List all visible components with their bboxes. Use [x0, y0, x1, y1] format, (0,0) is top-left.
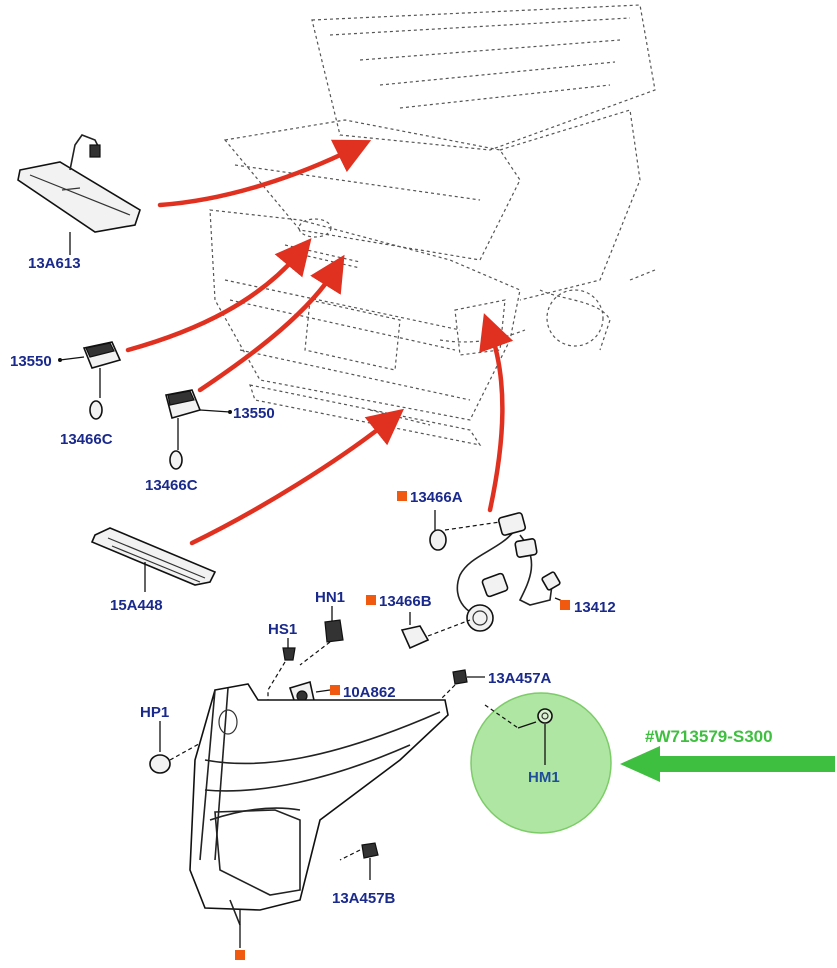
hm1-highlight: HM1	[470, 692, 612, 834]
highlight-circle	[470, 692, 612, 834]
part-label-13550-left: 13550	[10, 353, 52, 370]
license-lamp-left: 13550 13466C	[10, 341, 122, 448]
nut-icon	[537, 708, 553, 724]
vehicle-rear-outline	[209, 4, 656, 446]
license-lamp-right: 13550 13466C	[145, 389, 275, 494]
screw-icon	[282, 647, 296, 661]
bulb-13466B: 13466B	[366, 593, 471, 650]
socket-ring-icon	[466, 604, 494, 632]
green-arrow-icon	[620, 746, 835, 782]
bulb-icon	[400, 625, 430, 650]
socket-icon	[497, 512, 527, 536]
part-label-HN1: HN1	[315, 589, 345, 606]
connector-icon	[541, 571, 561, 591]
bulb-13466A: 13466A	[397, 489, 501, 551]
bulb-icon	[429, 529, 447, 551]
callout-part-number: #W713579-S300	[645, 727, 773, 746]
part-label-13466C-right: 13466C	[145, 477, 198, 494]
lamp-wiring-harness: 13412	[456, 512, 616, 632]
part-label-13466A: 13466A	[410, 489, 463, 506]
marker-icon	[366, 595, 376, 605]
part-label-13466C-left: 13466C	[60, 431, 113, 448]
red-arrows	[125, 139, 514, 546]
tail-lamp-assembly	[189, 683, 449, 960]
grommet-13A457B: 13A457B	[332, 842, 396, 907]
part-label-HM1: HM1	[528, 769, 560, 786]
grommet-icon	[452, 669, 468, 685]
bulb-icon	[169, 450, 183, 470]
part-label-15A448: 15A448	[110, 597, 163, 614]
part-label-13412: 13412	[574, 599, 616, 616]
marker-icon	[235, 950, 245, 960]
high-mount-stop-lamp: 13A613	[17, 134, 141, 272]
part-label-13466B: 13466B	[379, 593, 432, 610]
part-label-13A457A: 13A457A	[488, 670, 552, 687]
bulb-icon	[89, 400, 103, 420]
part-label-HS1: HS1	[268, 621, 297, 638]
part-label-13550-right: 13550	[233, 405, 275, 422]
part-label-10A862: 10A862	[343, 684, 396, 701]
reflector-bar: 15A448	[90, 527, 217, 614]
part-label-13A457B: 13A457B	[332, 890, 396, 907]
pin-icon	[149, 754, 171, 774]
part-number-callout: #W713579-S300	[620, 727, 835, 782]
screw-HS1: HS1	[267, 621, 297, 705]
grommet-13A457A: 13A457A	[439, 669, 552, 701]
socket-icon	[514, 538, 538, 558]
connector-icon	[89, 144, 101, 158]
marker-icon	[330, 685, 340, 695]
part-label-13A613: 13A613	[28, 255, 81, 272]
marker-icon	[560, 600, 570, 610]
nut-HN1: HN1	[299, 589, 345, 666]
grommet-icon	[361, 842, 379, 859]
nut-icon	[324, 619, 344, 643]
part-label-HP1: HP1	[140, 704, 169, 721]
socket-icon	[481, 572, 509, 598]
marker-icon	[397, 491, 407, 501]
